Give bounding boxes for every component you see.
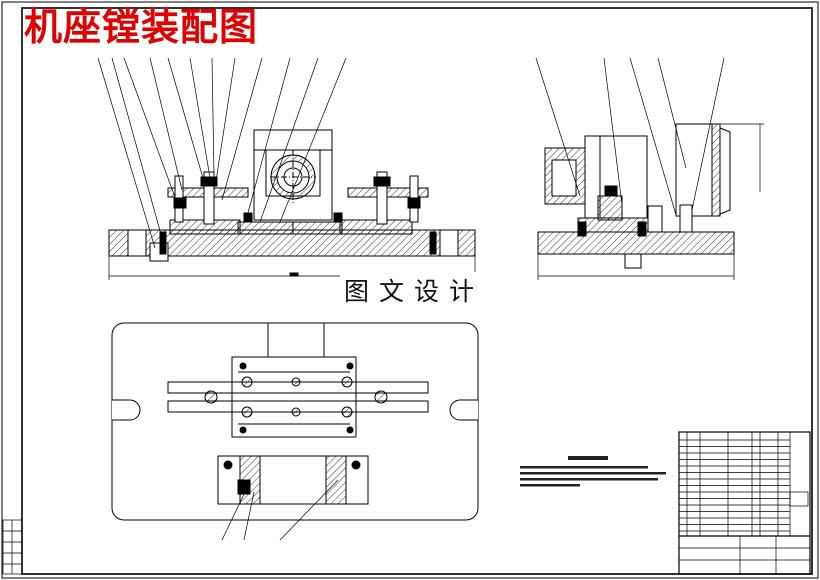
left-margin-stamp	[2, 519, 23, 575]
front-view	[97, 57, 476, 280]
top-view-leader-lines	[221, 479, 339, 541]
top-fixture-frame	[231, 356, 357, 438]
top-view	[111, 322, 479, 541]
front-fixture-body	[237, 221, 343, 235]
front-workpiece-housing	[253, 129, 333, 221]
side-view	[535, 57, 764, 280]
front-clamp-bar-right	[347, 187, 429, 198]
sheet-inner-frame	[21, 7, 813, 575]
top-base-plate	[111, 322, 479, 521]
top-section-part	[217, 455, 369, 505]
bill-of-materials-table	[678, 431, 811, 575]
watermark-text: 图文设计	[340, 272, 489, 308]
side-view-leader-lines	[535, 57, 725, 216]
side-base-plate	[537, 231, 735, 255]
drawing-title: 机座镗装配图	[24, 4, 259, 49]
front-view-leader-lines	[97, 57, 347, 249]
technical-notes	[520, 456, 666, 487]
